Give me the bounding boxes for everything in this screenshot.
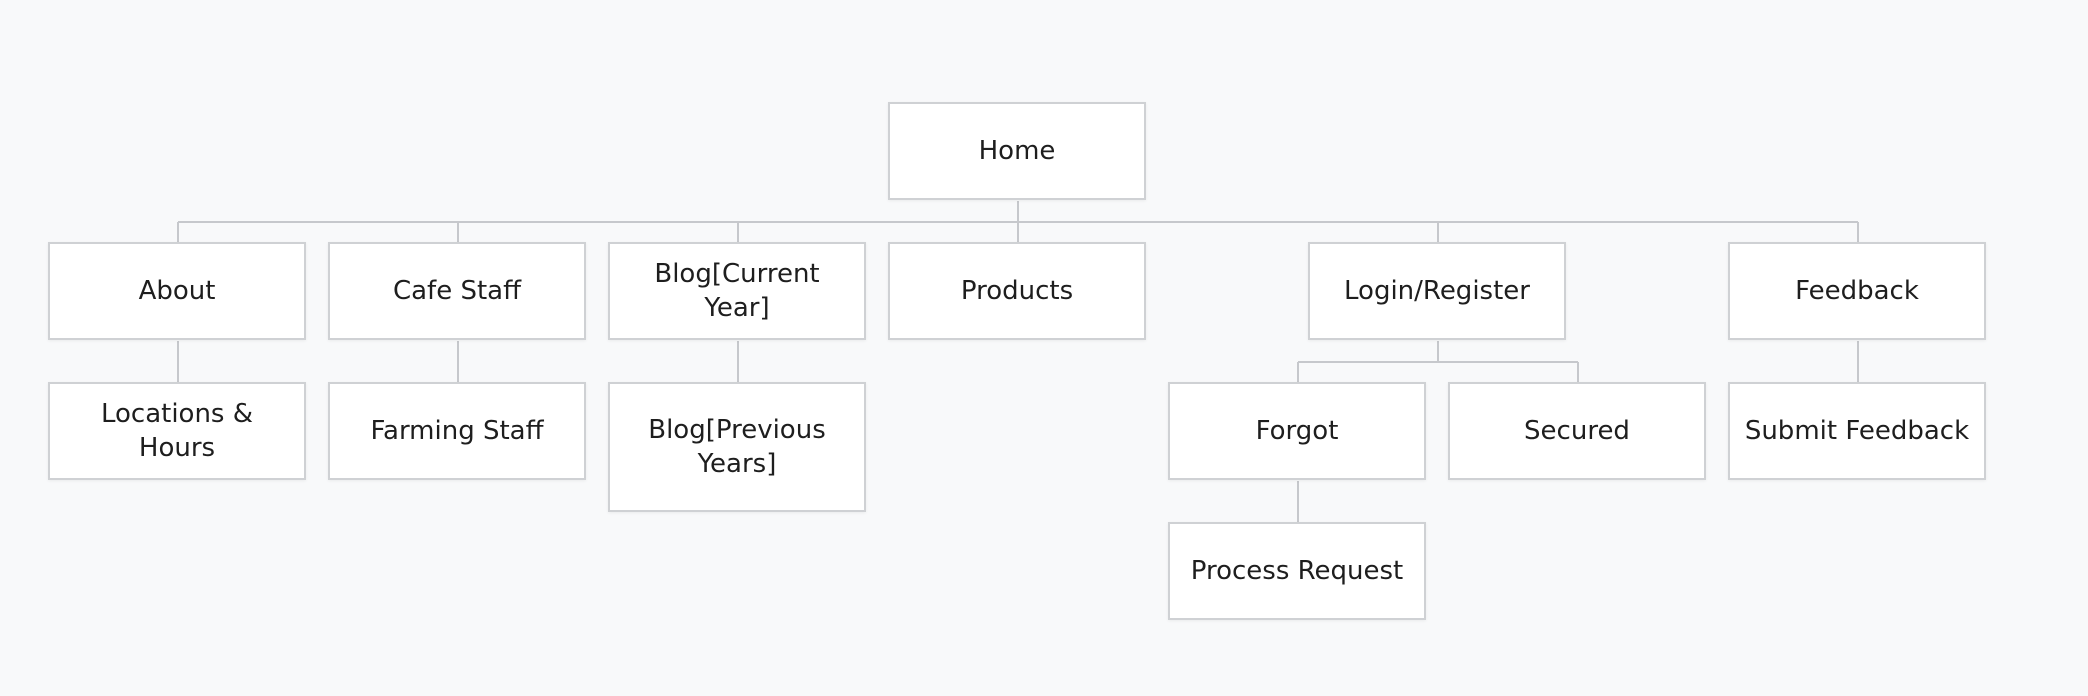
node-secured-label: Secured [1524,416,1630,446]
node-login-register[interactable]: Login/Register [1308,242,1566,340]
node-login-register-label: Login/Register [1344,276,1530,306]
node-blog-previous-years-label: Blog[Previous Years] [648,415,826,479]
node-home-label: Home [978,136,1056,166]
node-process-request-label: Process Request [1190,556,1404,586]
node-forgot-label: Forgot [1255,416,1339,446]
node-products[interactable]: Products [888,242,1146,340]
node-blog-current-year[interactable]: Blog[Current Year] [608,242,866,340]
node-submit-feedback[interactable]: Submit Feedback [1728,382,1986,480]
node-home[interactable]: Home [888,102,1146,200]
node-secured[interactable]: Secured [1448,382,1706,480]
node-feedback-label: Feedback [1795,276,1919,306]
node-farming-staff-label: Farming Staff [370,416,544,446]
node-farming-staff[interactable]: Farming Staff [328,382,586,480]
node-locations-hours-label: Locations & Hours [100,399,254,463]
node-forgot[interactable]: Forgot [1168,382,1426,480]
node-cafe-staff-label: Cafe Staff [392,276,522,306]
node-submit-feedback-label: Submit Feedback [1744,416,1970,446]
node-feedback[interactable]: Feedback [1728,242,1986,340]
node-blog-previous-years[interactable]: Blog[Previous Years] [608,382,866,512]
node-about-label: About [138,276,216,306]
node-products-label: Products [960,276,1074,306]
node-about[interactable]: About [48,242,306,340]
node-cafe-staff[interactable]: Cafe Staff [328,242,586,340]
node-blog-current-year-label: Blog[Current Year] [654,259,820,323]
node-process-request[interactable]: Process Request [1168,522,1426,620]
node-locations-hours[interactable]: Locations & Hours [48,382,306,480]
